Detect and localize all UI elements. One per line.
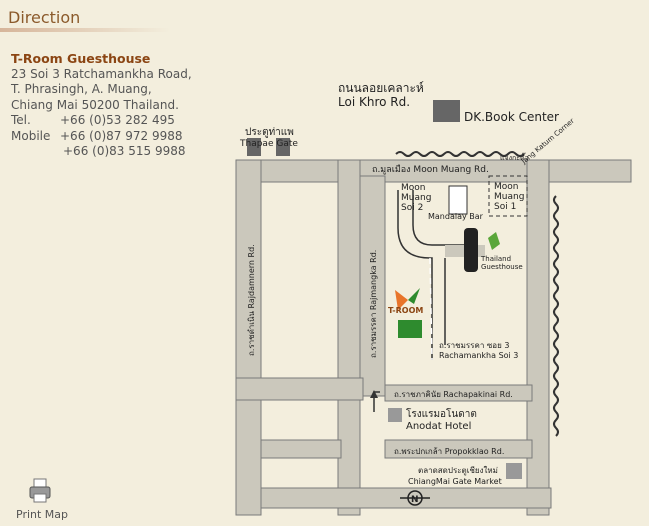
rachapakinai-road: [384, 384, 533, 402]
market-thai: ตลาดสดประตูเชียงใหม่: [418, 466, 498, 476]
mobile-number-2: +66 (0)83 515 9988: [63, 144, 186, 158]
moon-muang-soi1-b: Muang: [494, 192, 524, 202]
moon-muang-soi2-b: Muang: [401, 193, 431, 203]
soi3-lane-left: [397, 190, 433, 360]
printer-icon: [29, 478, 51, 503]
middle-vertical-road: [337, 159, 361, 516]
print-map-label: Print Map: [16, 508, 69, 521]
rajmangka-label: ถ.ราชมรรคา Rajmangka Rd.: [369, 250, 378, 358]
mobile-row: Mobile +66 (0)87 972 9988: [11, 129, 192, 145]
mobile-label: Mobile: [11, 128, 51, 143]
soi3-thai: ถ.ราชมรรคา ซอย 3: [439, 341, 509, 350]
right-vertical-road: [526, 159, 550, 516]
guesthouse-name: T-Room Guesthouse: [11, 51, 151, 66]
moon-muang-soi1-block: [488, 175, 528, 217]
address-line-2: T. Phrasingh, A. Muang,: [11, 82, 152, 96]
moat-top: [395, 151, 525, 157]
mandalay-bar-label: Mandalay Bar: [428, 212, 484, 221]
print-map-button[interactable]: Print Map: [14, 478, 74, 522]
tel-row: Tel. +66 (0)53 282 495: [11, 113, 192, 129]
moon-muang-road-label: ถ.มูลเมือง Moon Muang Rd.: [372, 164, 489, 175]
address-line-1: 23 Soi 3 Ratchamankha Road,: [11, 66, 192, 81]
market-marker: [506, 463, 522, 479]
section-heading: Direction: [0, 6, 170, 32]
mobile-number-1: +66 (0)87 972 9988: [60, 128, 183, 143]
mobile-row-2: +66 (0)83 515 9988: [11, 144, 192, 160]
moat-right: [553, 195, 559, 437]
propokklao-west: [260, 439, 342, 459]
soi3-label: Rachamankha Soi 3: [439, 351, 518, 360]
propokklao-label: ถ.พระปกเกล้า Propokklao Rd.: [394, 447, 504, 456]
moon-muang-soi1-a: Moon: [494, 182, 518, 192]
soi3-lane-top: [412, 190, 465, 246]
thailand-gh-a: Thailand: [480, 255, 511, 263]
tel-label: Tel.: [11, 113, 31, 127]
left-vertical-road: [235, 159, 262, 516]
jang-katum-thai: แจ่งกะต๊ำ: [500, 152, 529, 162]
moon-muang-soi2-a: Moon: [401, 183, 425, 193]
troom-logo-label: T-ROOM: [388, 306, 423, 315]
compass-north-label: N: [411, 495, 419, 505]
heading-text: Direction: [8, 8, 81, 27]
troom-logo-leaf: [408, 288, 420, 304]
troom-logo-icon: [395, 290, 408, 310]
thailand-guesthouse-marker: [464, 228, 478, 272]
propokklao-road: [384, 439, 533, 459]
anodat-marker: [388, 408, 402, 422]
moon-muang-soi1-c: Soi 1: [494, 202, 516, 212]
lane-dash: [429, 257, 433, 361]
moon-muang-soi2-c: Soi 2: [401, 203, 423, 213]
jang-katum-label: Jang Katum Corner: [519, 117, 576, 166]
loi-khro-label: Loi Khro Rd.: [338, 95, 410, 109]
thapae-gate-right: [276, 138, 290, 156]
rajdamnern-label: ถ.ราชดำเนิน Rajdamnern Rd.: [247, 244, 256, 356]
tel-number: +66 (0)53 282 495: [60, 113, 175, 127]
heading-underline: [0, 28, 170, 32]
rachapakinai-label: ถ.ราชภาคินัย Rachapakinai Rd.: [394, 390, 513, 399]
mandalay-bar-marker: [448, 185, 468, 215]
address-block: T-Room Guesthouse 23 Soi 3 Ratchamankha …: [11, 51, 192, 160]
market-label: ChiangMai Gate Market: [408, 477, 502, 486]
address-line-3: Chiang Mai 50200 Thailand.: [11, 97, 179, 112]
loi-khro-thai: ถนนลอยเคลาะห์: [338, 81, 424, 95]
thailand-gh-b: Guesthouse: [481, 263, 523, 271]
anodat-label: Anodat Hotel: [406, 421, 471, 432]
thapae-thai: ประตูท่าแพ: [245, 127, 294, 138]
troom-marker: [398, 320, 422, 338]
thailand-gh-logo: [488, 232, 500, 250]
thapae-label: Thapae Gate: [239, 139, 298, 149]
dk-book-marker: [433, 100, 460, 122]
rachapakinai-west: [235, 377, 364, 401]
dk-book-label: DK.Book Center: [464, 110, 559, 124]
thapae-gate-left: [247, 138, 261, 156]
entry-arrow-head: [370, 390, 378, 398]
anodat-thai: โรงแรมอโนดาต: [406, 407, 477, 420]
